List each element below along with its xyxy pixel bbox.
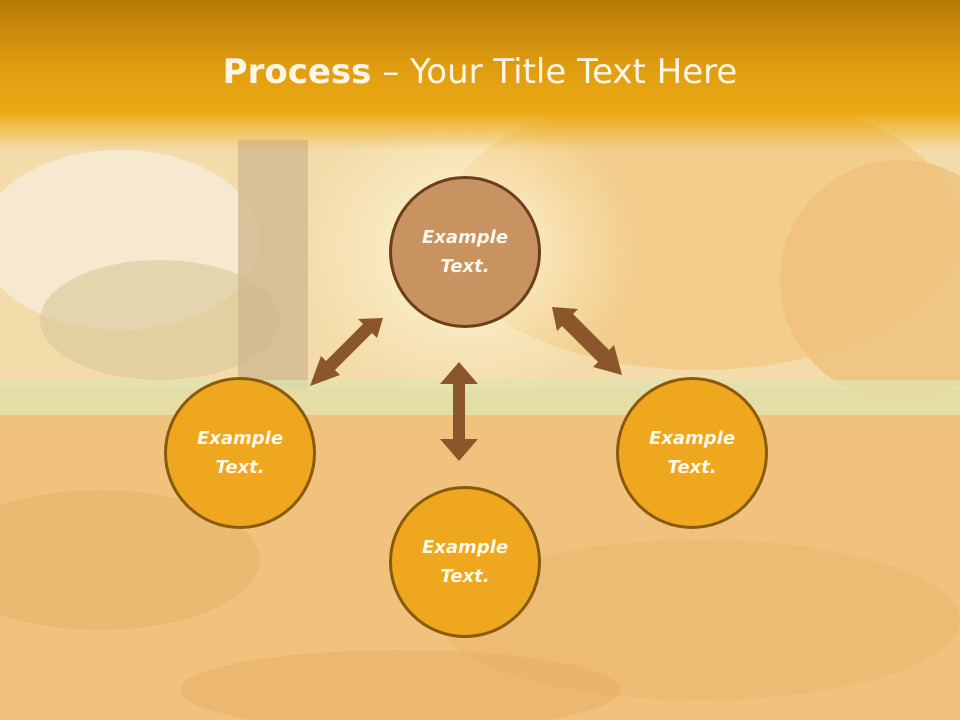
title-bold: Process [222,52,372,92]
arrow-vertical [440,362,478,461]
process-circle-top[interactable]: Example Text. [389,176,541,328]
title-separator: – [371,52,411,92]
title-bar [0,0,960,150]
process-circle-left[interactable]: Example Text. [164,377,316,529]
arrow-top-right [552,307,622,375]
process-label-left: Example Text. [196,428,284,478]
process-label-top: Example Text. [421,227,509,277]
title-rest: Your Title Text Here [410,52,738,92]
arrow-top-left [310,318,383,386]
process-circle-right[interactable]: Example Text. [616,377,768,529]
slide-title[interactable]: Process – Your Title Text Here [0,52,960,92]
process-label-bottom: Example Text. [421,537,509,587]
process-circle-bottom[interactable]: Example Text. [389,486,541,638]
process-label-right: Example Text. [648,428,736,478]
